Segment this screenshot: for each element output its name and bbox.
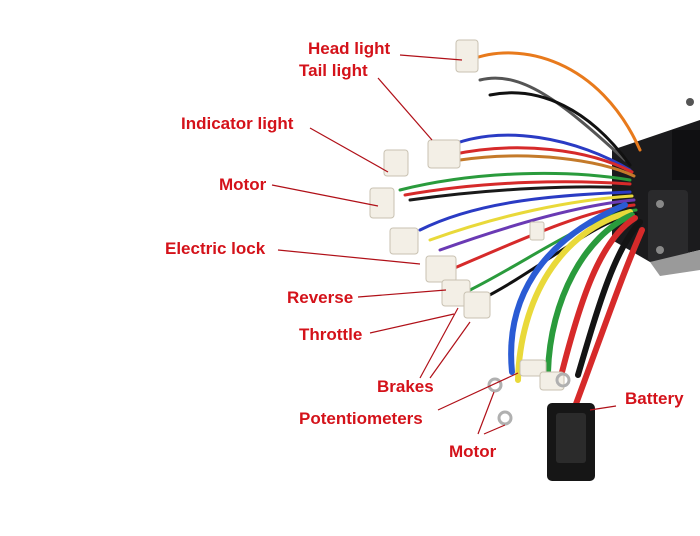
label-brakes: Brakes (377, 377, 434, 396)
connectors (369, 39, 565, 391)
label-battery: Battery (625, 389, 684, 408)
label-tail-light: Tail light (299, 61, 368, 80)
label-indicator-light: Indicator light (181, 114, 294, 133)
battery-connector (547, 403, 595, 481)
leader-lines (271, 54, 617, 435)
label-reverse: Reverse (287, 288, 354, 307)
label-throttle: Throttle (299, 325, 363, 344)
label-potentiometers: Potentiometers (299, 409, 423, 428)
label-head-light: Head light (308, 39, 391, 58)
ring-terminals (487, 372, 571, 426)
label-electric-lock: Electric lock (165, 239, 266, 258)
wire-bundle (398, 51, 645, 423)
label-motor-top: Motor (219, 175, 267, 194)
label-motor-bottom: Motor (449, 442, 497, 461)
